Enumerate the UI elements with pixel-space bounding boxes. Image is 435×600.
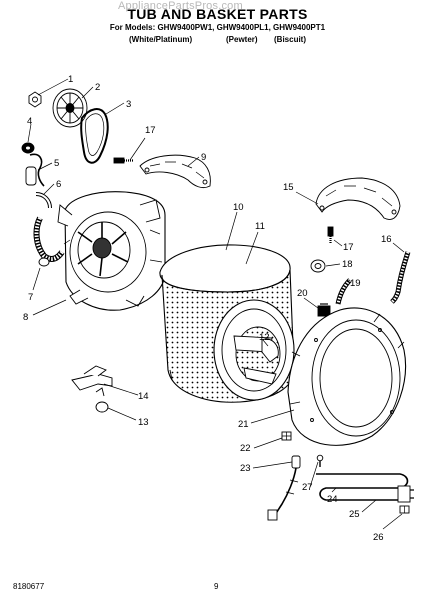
part-heater-clip	[281, 431, 292, 441]
part-drive-belt	[80, 108, 109, 164]
part-pulley	[52, 88, 88, 128]
watermark: AppliancePartsPros.com	[118, 0, 243, 12]
part-bracket	[71, 365, 113, 397]
callout-1: 1	[68, 74, 73, 85]
callout-8: 8	[23, 312, 28, 323]
diagram-title: TUB AND BASKET PARTS	[127, 6, 308, 22]
leader-lines	[27, 78, 405, 530]
callout-10: 10	[233, 202, 244, 213]
part-grommet	[310, 259, 326, 273]
part-hose-clamp	[25, 153, 45, 187]
callout-19: 19	[350, 278, 361, 289]
part-o-ring	[95, 401, 109, 413]
part-nut	[28, 91, 42, 108]
callout-5: 5	[54, 158, 59, 169]
callout-17-right: 17	[343, 242, 354, 253]
part-baffle	[261, 338, 279, 363]
part-front-tub	[287, 307, 407, 446]
part-hose-elbow	[35, 192, 52, 209]
callout-12: 12	[259, 332, 270, 343]
callout-11: 11	[255, 221, 265, 232]
part-heater-nut	[399, 505, 410, 514]
part-drain-hose	[33, 216, 65, 267]
part-basket-rear	[159, 244, 291, 293]
callout-23: 23	[240, 463, 251, 474]
callout-13: 13	[138, 417, 149, 428]
callout-7: 7	[28, 292, 33, 303]
callout-4: 4	[27, 116, 32, 127]
color-white-platinum: (White/Platinum)	[129, 35, 193, 44]
callout-26: 26	[373, 532, 384, 543]
callout-27: 27	[302, 482, 313, 493]
callout-18: 18	[342, 259, 353, 270]
callout-21: 21	[238, 419, 249, 430]
callout-24: 24	[327, 494, 338, 505]
callout-14: 14	[138, 391, 149, 402]
part-front-counterweight	[315, 177, 401, 220]
part-clip	[317, 303, 331, 317]
callout-25: 25	[349, 509, 360, 520]
callout-16: 16	[381, 234, 392, 245]
part-rear-counterweight	[139, 154, 211, 189]
part-heater-element	[316, 473, 414, 503]
callout-numbers: 1 2 3 4 5 6 7 8 9 10 11 12 13 14 15 16 1…	[23, 74, 392, 543]
document-number: 8180677	[13, 582, 45, 591]
callout-22: 22	[240, 443, 251, 454]
part-vent-hose	[390, 251, 411, 304]
page-number: 9	[214, 582, 219, 591]
callout-3: 3	[126, 99, 131, 110]
callout-2: 2	[95, 82, 100, 93]
part-bolt-upper	[113, 157, 134, 164]
part-washer	[21, 142, 35, 154]
callout-15: 15	[283, 182, 294, 193]
color-pewter: (Pewter)	[226, 35, 258, 44]
callout-6: 6	[56, 179, 61, 190]
callout-20: 20	[297, 288, 308, 299]
part-bolt-right	[327, 226, 334, 244]
part-rear-tub	[57, 191, 166, 311]
color-biscuit: (Biscuit)	[274, 35, 306, 44]
part-tub-hose	[335, 278, 352, 305]
part-sensor-harness	[267, 455, 301, 521]
callout-17-upper: 17	[145, 125, 156, 136]
callout-9: 9	[201, 152, 206, 163]
part-basket	[161, 269, 295, 403]
part-small-screw	[316, 454, 324, 467]
models-line: For Models: GHW9400PW1, GHW9400PL1, GHW9…	[109, 23, 326, 32]
